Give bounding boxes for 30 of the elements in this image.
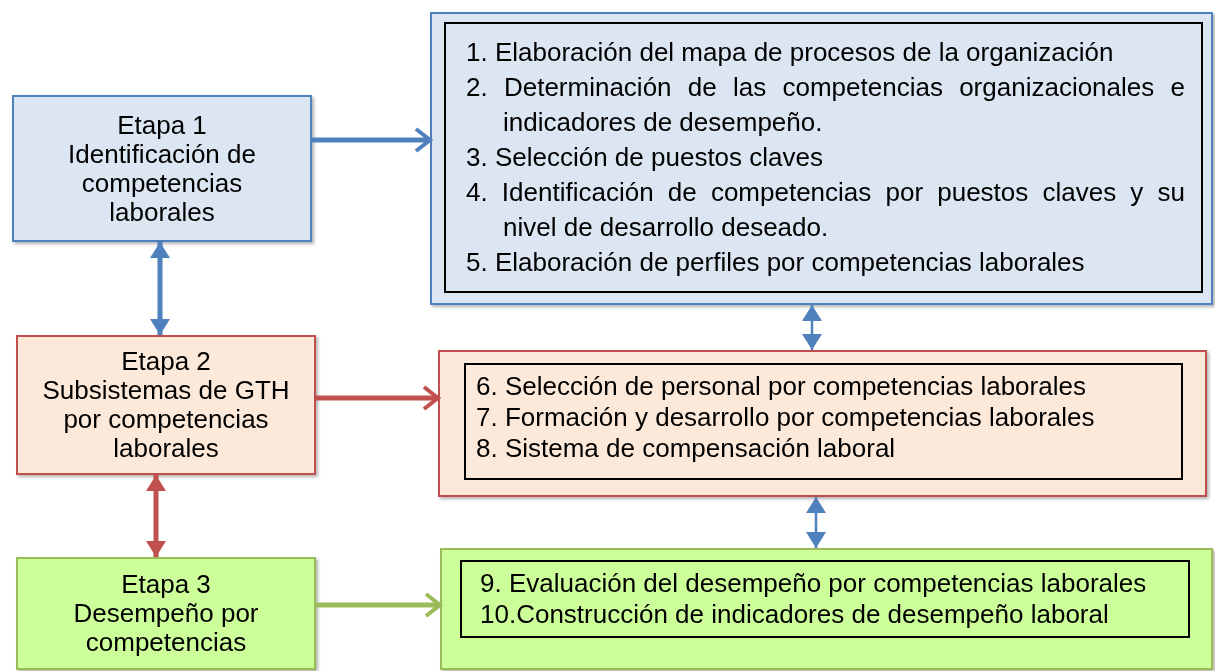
stage-title: Etapa 3 — [121, 570, 211, 599]
list-item: 6. Selección de personal por competencias laborales — [476, 371, 1087, 402]
stage-box — [16, 335, 316, 475]
stage-box — [12, 95, 312, 242]
stage-box — [16, 557, 316, 670]
arrow — [316, 592, 442, 618]
list-item: 8. Sistema de compensación laboral — [476, 433, 897, 464]
double-arrow — [146, 475, 166, 557]
list-item: 10.Construcción de indicadores de desempeño laboral — [480, 599, 1110, 630]
double-arrow — [802, 305, 822, 350]
list-box — [464, 363, 1183, 480]
list-item: 2. Determinación de las competencias organizacionales e indicadores de desempeño. — [466, 71, 1185, 139]
stage-title: Etapa 2 — [121, 347, 211, 376]
panel-box — [440, 548, 1213, 670]
list-item: 9. Evaluación del desempeño por competencias laborales — [480, 568, 1148, 599]
list-item: 5. Elaboración de perfiles por competencias laborales — [466, 246, 1086, 279]
stage-title: Etapa 1 — [117, 110, 207, 140]
double-arrow — [806, 497, 826, 548]
stage-description: Desempeño por competencias — [72, 599, 260, 657]
panel-box — [438, 350, 1207, 497]
list-item: 7. Formación y desarrollo por competencias laborales — [476, 402, 1096, 433]
stage-description: Identificación de competencias laborales — [67, 139, 257, 227]
stage-description: Subsistemas de GTH por competencias laborales — [41, 376, 291, 463]
list-item: 3. Selección de puestos claves — [466, 141, 824, 174]
double-arrow — [150, 242, 170, 335]
arrow — [316, 385, 440, 411]
arrow — [312, 127, 432, 153]
list-item: 1. Elaboración del mapa de procesos de la organización — [466, 36, 1115, 69]
list-item: 4. Identificación de competencias por puestos claves y su nivel de desarrollo deseado. — [466, 176, 1185, 244]
list-box — [460, 560, 1190, 638]
